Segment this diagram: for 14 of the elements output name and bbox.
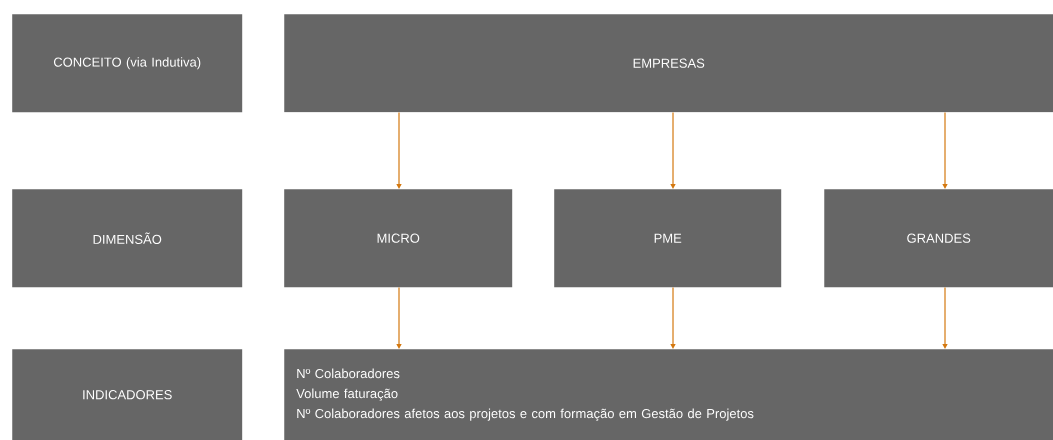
arrow bbox=[396, 286, 402, 349]
arrow bbox=[670, 111, 676, 189]
arrow bbox=[396, 111, 402, 189]
category-box: MICRO bbox=[284, 189, 513, 288]
category-box: GRANDES bbox=[824, 189, 1053, 288]
concept-box: EMPRESAS bbox=[284, 14, 1053, 113]
indicator-box: Nº Colaboradores Volume faturação Nº Colaboradores afetos aos projetos e com formação em Gestão de Projetos bbox=[284, 349, 1053, 440]
arrow bbox=[670, 286, 676, 349]
level-box: DIMENSÃO bbox=[12, 189, 243, 288]
level-box: CONCEITO (via Indutiva) bbox=[12, 14, 243, 113]
category-box: PME bbox=[554, 189, 782, 288]
arrow bbox=[942, 286, 948, 349]
arrow bbox=[942, 111, 948, 189]
level-box: INDICADORES bbox=[12, 349, 243, 440]
